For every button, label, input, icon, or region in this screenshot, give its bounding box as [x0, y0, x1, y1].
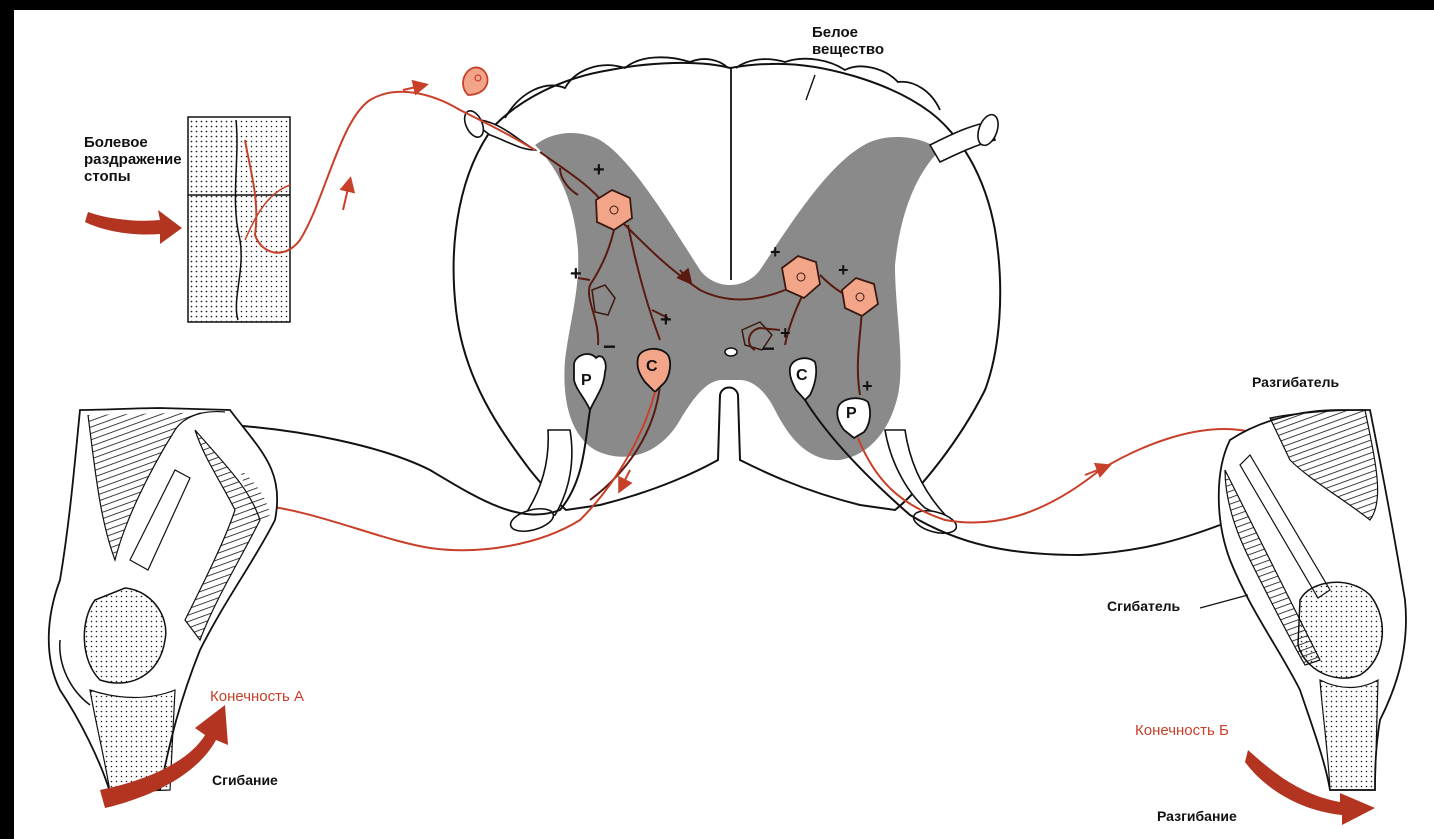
- central-canal: [725, 348, 737, 356]
- plus-sign: +: [862, 378, 873, 395]
- plus-sign: +: [770, 244, 781, 261]
- plus-sign: +: [593, 162, 605, 179]
- sensory-ganglion-cell: [463, 67, 488, 95]
- minus-sign: −: [762, 340, 775, 357]
- limb-a-label: Конечность А: [210, 688, 304, 705]
- left-c-label: С: [646, 358, 658, 375]
- minus-sign: −: [603, 338, 616, 355]
- extensor-label: Разгибатель: [1252, 374, 1339, 391]
- pain-stimulus-label: Болевое раздражение стопы: [84, 134, 182, 185]
- white-matter-label: Белое вещество: [812, 24, 884, 58]
- left-p-label: Р: [581, 372, 592, 389]
- plus-sign: +: [660, 312, 672, 329]
- right-c-label: С: [796, 367, 808, 384]
- plus-sign: +: [570, 266, 582, 283]
- limb-b-label: Конечность Б: [1135, 722, 1229, 739]
- flexion-label: Сгибание: [212, 772, 278, 789]
- plus-sign: +: [838, 262, 849, 279]
- stimulus-arrow: [85, 210, 182, 244]
- extension-label: Разгибание: [1157, 808, 1237, 825]
- limb-a: [49, 408, 277, 792]
- right-p-label: Р: [846, 405, 857, 422]
- flexor-label: Сгибатель: [1107, 598, 1180, 615]
- plus-sign: +: [780, 325, 791, 342]
- limb-b: [1219, 410, 1406, 790]
